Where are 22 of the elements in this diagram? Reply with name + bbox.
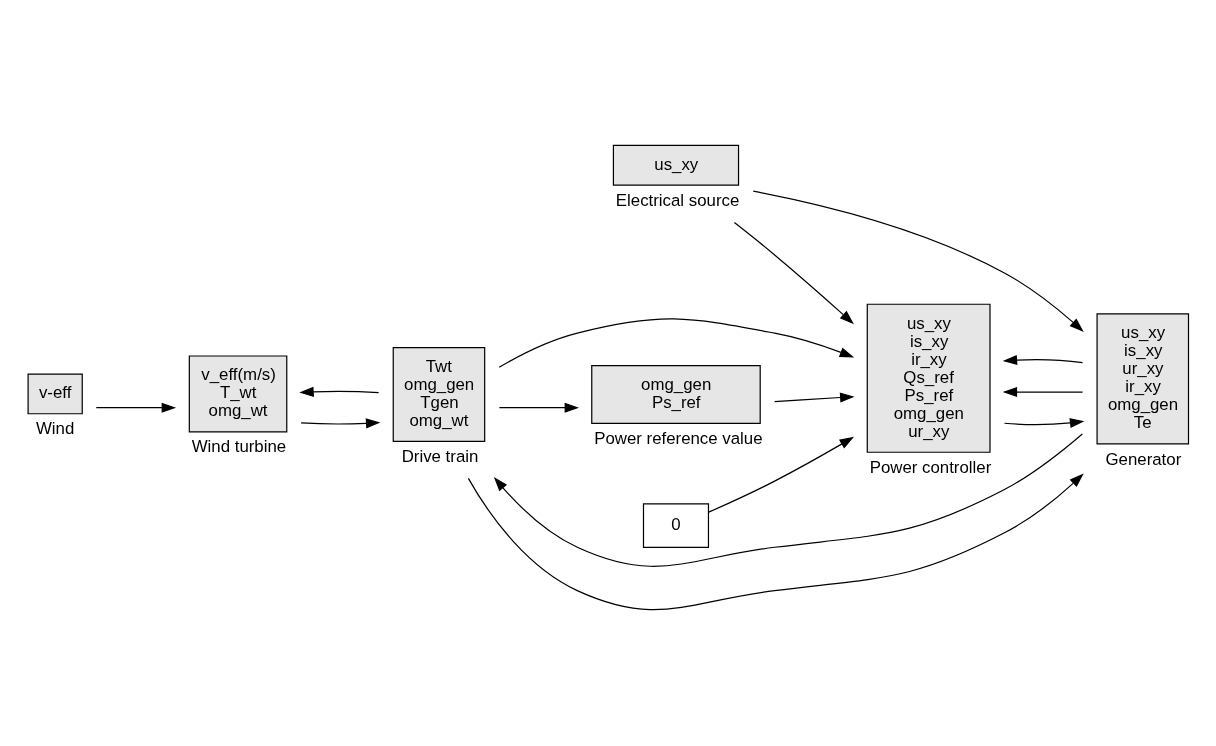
arrow [95, 402, 177, 413]
arrow [752, 190, 1084, 332]
node-label: Wind turbine [191, 437, 287, 457]
node-label: Drive train [401, 447, 479, 467]
arrow [708, 436, 855, 513]
arrow [1002, 355, 1084, 366]
node-label: Generator [1105, 449, 1182, 469]
node-label: Electrical source [615, 190, 740, 210]
arrow [299, 386, 380, 397]
arrow [300, 418, 381, 429]
arrow [493, 433, 1083, 567]
node-label: Power reference value [594, 429, 763, 449]
node-label: Wind [35, 419, 75, 439]
arrow [733, 221, 854, 325]
arrow [498, 402, 580, 413]
node-box: 0 [642, 503, 710, 548]
arrow [774, 392, 855, 403]
arrow [498, 318, 855, 368]
arrow [1003, 417, 1085, 428]
arrow [467, 473, 1084, 611]
arrow [1002, 387, 1084, 398]
node-label: Power controller [869, 457, 992, 477]
